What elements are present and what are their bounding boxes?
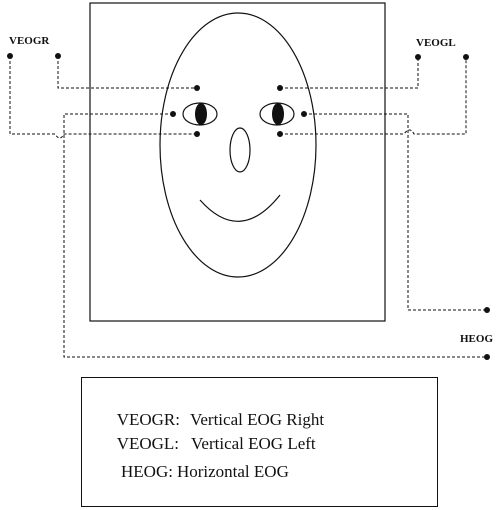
wire-veogl-top <box>280 57 419 89</box>
legend-meaning: Horizontal EOG <box>176 462 289 481</box>
mouth <box>199 194 281 222</box>
legend-meaning: Vertical EOG Left <box>191 434 316 453</box>
legend-meaning: Vertical EOG Right <box>189 410 325 429</box>
electrodes <box>7 53 490 360</box>
wire-veogl-bottom <box>280 57 467 135</box>
legend-abbr: HEOG: <box>121 462 173 481</box>
legend-row-veogr: VEOGR: Vertical EOG Right <box>100 390 324 450</box>
face-frame <box>89 2 386 322</box>
legend-row-veogl: VEOGL: Vertical EOG Left <box>100 414 316 474</box>
wire-veogr-top <box>57 56 197 89</box>
electrode-veogr-bottom <box>194 131 200 137</box>
legend-box: VEOGR: Vertical EOG Right VEOGL: Vertical … <box>81 377 438 507</box>
legend-row-heog: HEOG:Horizontal EOG <box>104 442 289 502</box>
terminal-veogl-left <box>415 54 421 60</box>
label-veogl: VEOGL <box>416 37 456 49</box>
wire-veogr-bottom <box>9 56 197 139</box>
label-veogr: VEOGR <box>9 35 50 47</box>
label-heog: HEOG <box>460 333 493 345</box>
face-outline <box>159 12 317 278</box>
wire-heog-right <box>63 113 487 358</box>
left-eye <box>259 102 295 126</box>
wire-heog-left <box>304 113 487 311</box>
legend-abbr: VEOGL: <box>116 434 180 453</box>
right-eye <box>182 102 218 126</box>
terminal-heog-bottom <box>484 354 490 360</box>
legend-abbr: VEOGR: <box>116 410 180 429</box>
nose <box>229 127 251 173</box>
terminal-heog-top <box>484 307 490 313</box>
